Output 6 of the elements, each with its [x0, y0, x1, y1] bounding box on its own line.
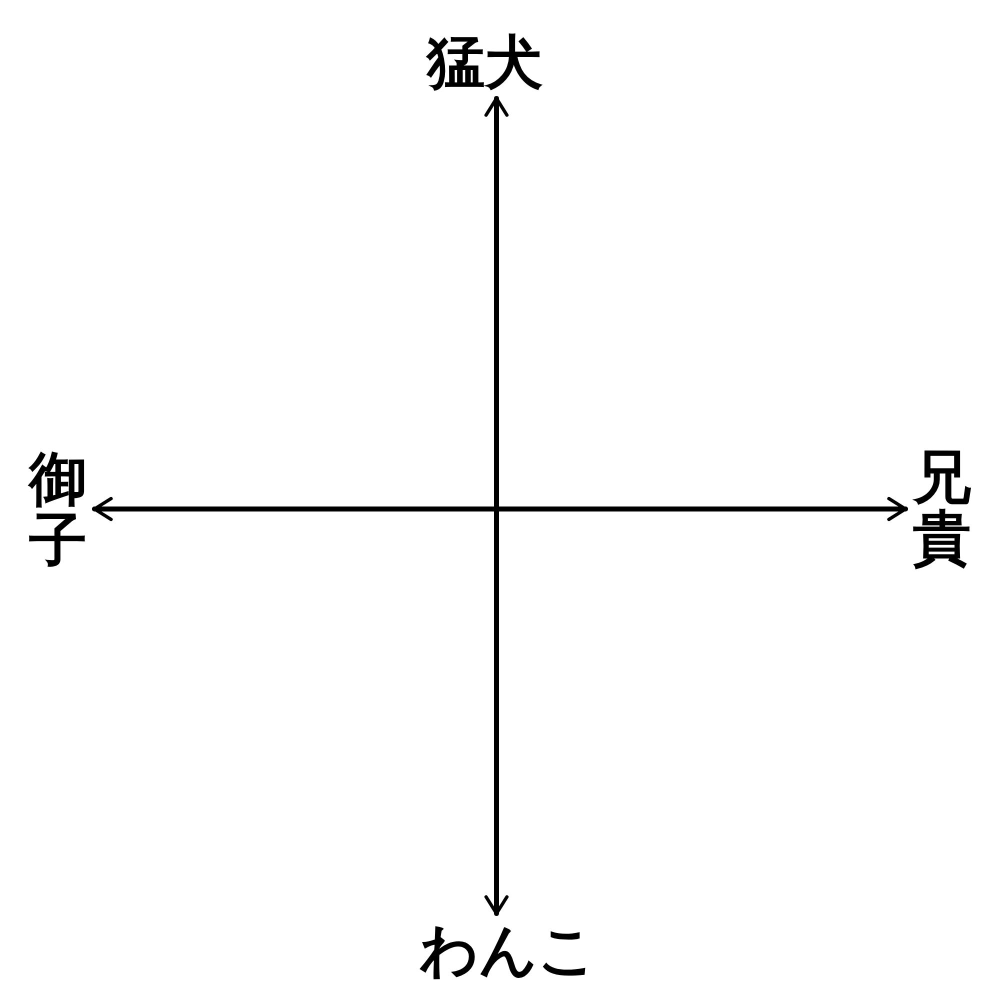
arrow	[484, 96, 509, 916]
axis-label: わんこ	[420, 920, 596, 980]
arrow	[92, 496, 908, 522]
axis-label: 兄貴	[912, 447, 972, 569]
axis-label: 猛犬	[427, 32, 543, 92]
axis-label: 御子	[28, 449, 88, 571]
